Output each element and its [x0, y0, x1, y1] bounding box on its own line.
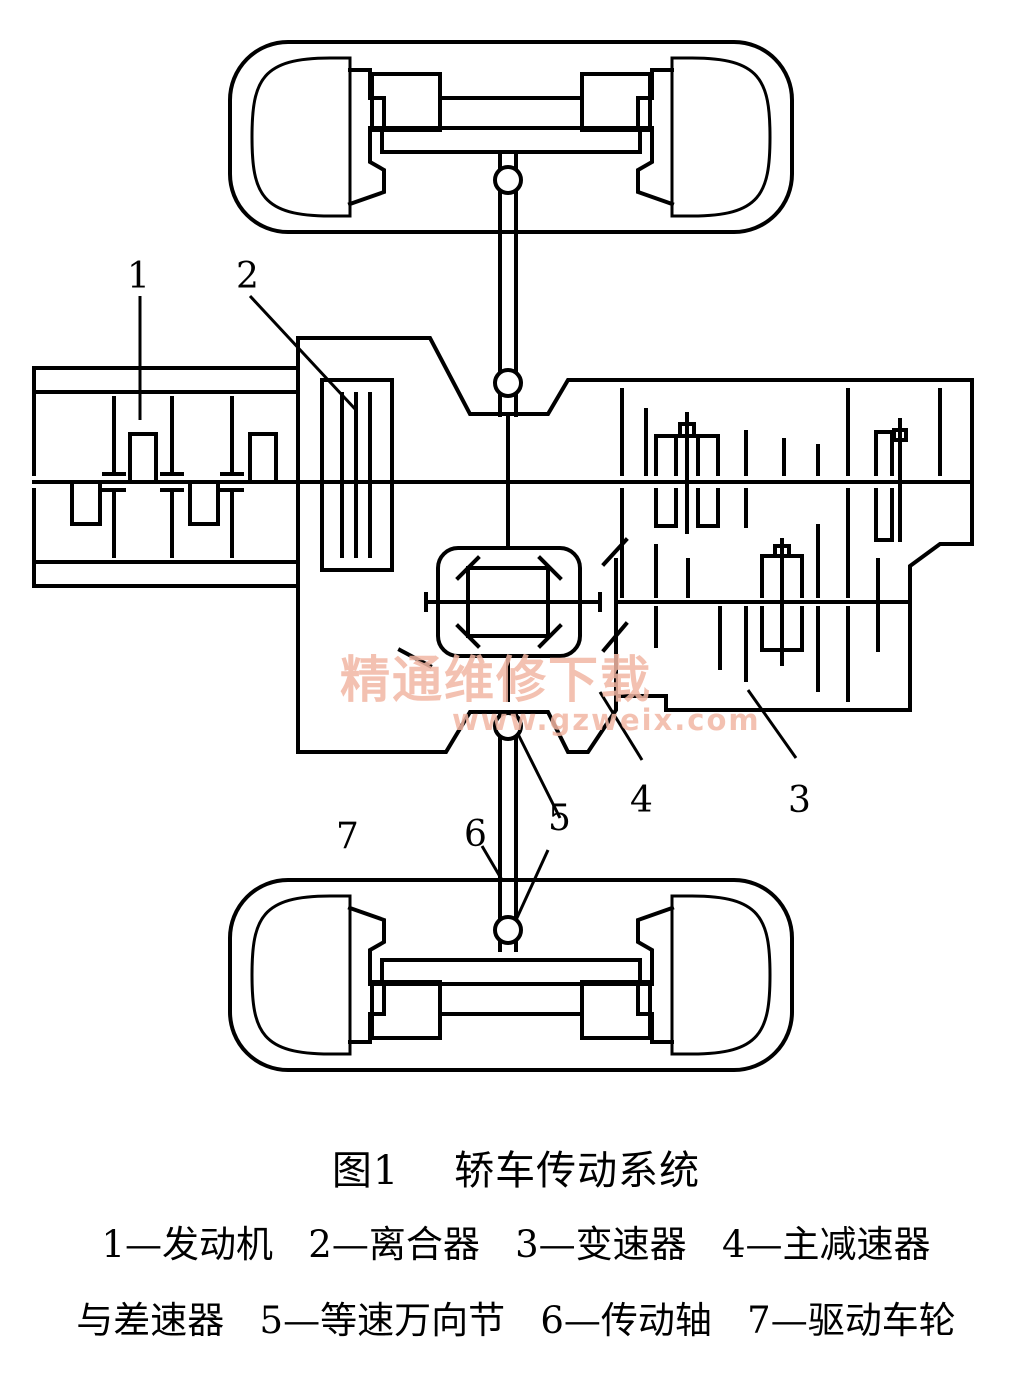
leader-final-drive [598, 691, 644, 761]
label-engine: 1 [127, 256, 150, 297]
drivetrain-diagram: 1 2 3 4 5 5 6 7 [32, 40, 974, 1072]
gearbox [614, 388, 942, 702]
legend-line-2: 与差速器 5—等速万向节 6—传动轴 7—驱动车轮 [76, 1299, 956, 1342]
bottom-wheel [228, 878, 794, 1072]
leader-gearbox [746, 689, 798, 759]
final-drive-differential [397, 413, 629, 702]
figure-title: 图1 轿车传动系统 [331, 1148, 701, 1194]
transaxle-housing [296, 336, 974, 754]
watermark-url: www.gzweix.com [452, 703, 761, 737]
lower-drive-shaft [493, 710, 523, 952]
watermark-text: 精通维修下载 [340, 651, 652, 709]
top-wheel [228, 40, 794, 234]
legend-line-1: 1—发动机 2—离合器 3—变速器 4—主减速器 [101, 1223, 931, 1266]
upper-drive-shaft [493, 150, 523, 417]
clutch [320, 378, 394, 572]
lower-inner-cv-joint [493, 711, 523, 741]
leader-cv-joint-upper [516, 733, 562, 819]
upper-outer-cv-joint [493, 165, 523, 195]
label-clutch: 2 [236, 256, 259, 297]
engine [32, 366, 300, 588]
leader-clutch [248, 294, 358, 412]
lower-outer-cv-joint [493, 915, 523, 945]
leader-drive-shaft [480, 845, 504, 881]
label-cv-joint-upper: 5 [548, 798, 571, 839]
label-final-drive: 4 [630, 780, 653, 821]
label-drive-shaft: 6 [464, 814, 487, 855]
upper-inner-cv-joint [493, 368, 523, 398]
label-drive-wheel: 7 [336, 816, 359, 857]
leader-cv-joint-lower [514, 849, 550, 921]
label-gearbox: 3 [788, 780, 811, 821]
